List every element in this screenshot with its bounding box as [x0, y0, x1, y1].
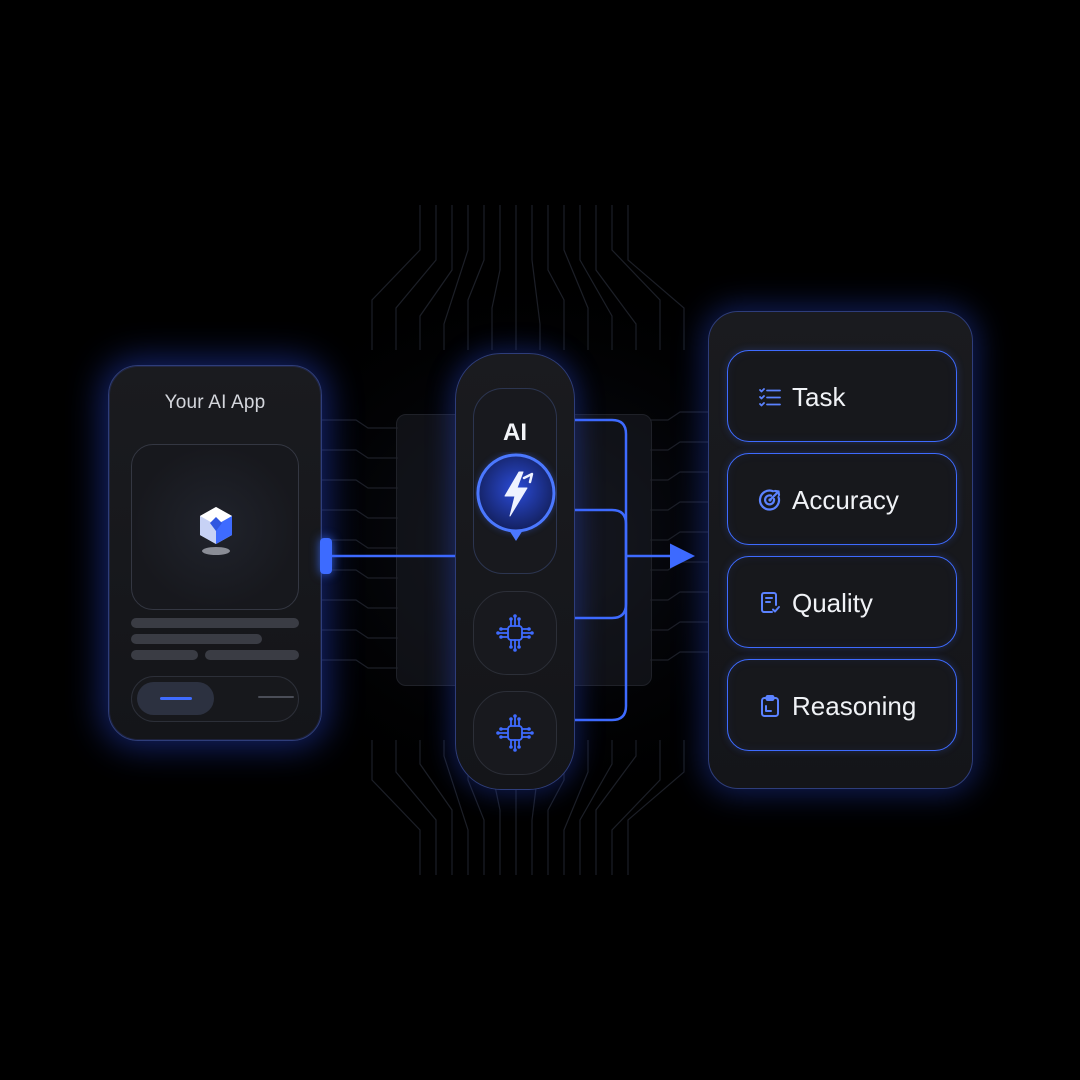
circuit-trace [371, 205, 421, 350]
chip-slot [473, 591, 557, 675]
circuit-trace [371, 740, 421, 875]
circuit-trace [579, 205, 613, 350]
circuit-trace [322, 449, 398, 459]
circuit-trace [650, 441, 708, 451]
segment-indicator [160, 697, 192, 700]
metric-accuracy[interactable]: Accuracy [727, 453, 957, 545]
circuit-trace [650, 651, 708, 661]
app-title: Your AI App [164, 392, 266, 413]
chip-slot [473, 691, 557, 775]
segment-inactive[interactable] [258, 696, 294, 698]
circuit-trace [595, 740, 637, 875]
checklist-icon [759, 388, 781, 407]
text-placeholder-line [131, 634, 262, 644]
circuit-trace [467, 205, 485, 350]
circuit-trace [627, 740, 685, 875]
metric-label: Accuracy [792, 485, 899, 515]
metric-task[interactable]: Task [727, 350, 957, 442]
lightning-bolt-icon [476, 453, 556, 541]
circuit-trace [322, 419, 398, 429]
ai-app-card: Your AI App [108, 365, 322, 741]
ai-branch-middle [575, 508, 628, 620]
circuit-trace [322, 659, 398, 669]
connector-port [320, 538, 332, 574]
circuit-trace [650, 501, 708, 511]
circuit-trace [650, 591, 708, 601]
circuit-trace [322, 569, 398, 579]
processor-chip-icon [496, 614, 534, 652]
circuit-trace [547, 205, 565, 350]
circuit-trace [322, 479, 398, 489]
circuit-trace [650, 411, 708, 421]
metric-label: Task [792, 382, 846, 412]
segmented-control[interactable] [131, 676, 299, 722]
circuit-trace [627, 205, 685, 350]
circuit-trace [443, 740, 469, 875]
circuit-trace [322, 629, 398, 639]
document-check-icon [761, 592, 780, 613]
circuit-trace [419, 740, 453, 875]
circuit-trace [322, 509, 398, 519]
ai-label: AI [503, 419, 527, 446]
circuit-trace [563, 740, 589, 875]
circuit-trace [563, 205, 589, 350]
metric-label: Quality [792, 588, 873, 618]
text-placeholder-line [205, 650, 299, 660]
app-preview [131, 444, 299, 610]
circuit-trace [611, 205, 661, 350]
circuit-trace [611, 740, 661, 875]
cube-icon [200, 507, 232, 555]
circuit-trace [322, 599, 398, 609]
circuit-trace [595, 205, 637, 350]
ai-branch-connector [575, 418, 628, 722]
metric-label: Reasoning [792, 691, 917, 721]
metrics-panel: Task Accuracy Qual [708, 311, 973, 789]
circuit-trace [395, 205, 437, 350]
circuit-trace [579, 740, 613, 875]
circuit-trace [650, 471, 708, 481]
circuit-trace [322, 539, 398, 549]
metric-quality[interactable]: Quality [727, 556, 957, 648]
processor-chip-icon [496, 714, 534, 752]
circuit-trace [650, 621, 708, 631]
circuit-trace [443, 205, 469, 350]
clipboard-icon [761, 695, 779, 717]
text-placeholder-line [131, 650, 198, 660]
text-placeholder-line [131, 618, 299, 628]
ai-engine-column: AI [455, 353, 575, 790]
circuit-trace [650, 531, 708, 541]
circuit-trace [395, 740, 437, 875]
metric-reasoning[interactable]: Reasoning [727, 659, 957, 751]
target-icon [758, 489, 781, 511]
circuit-trace [491, 205, 501, 350]
segment-active[interactable] [137, 682, 214, 715]
circuit-trace [531, 205, 541, 350]
circuit-trace [419, 205, 453, 350]
